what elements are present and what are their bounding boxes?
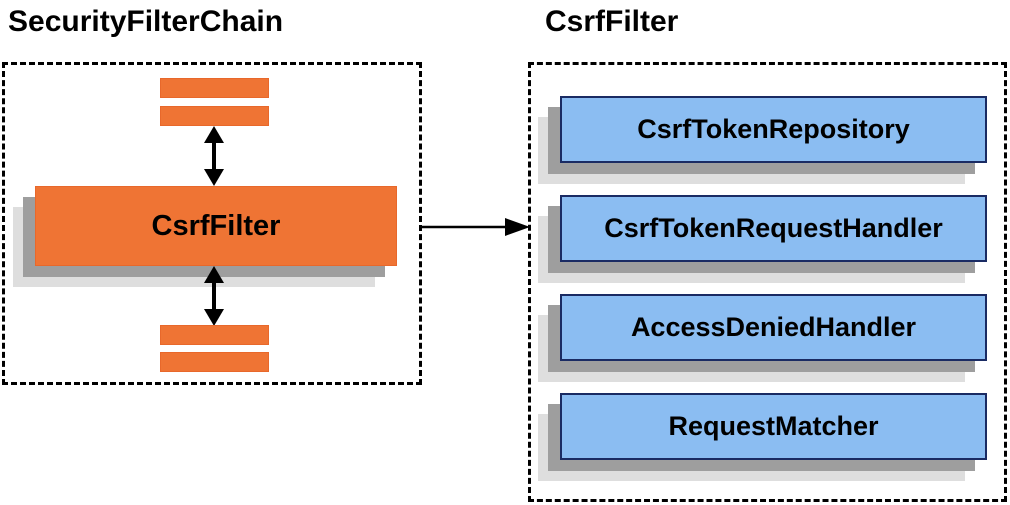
csrf-filter-panel: CsrfTokenRepository CsrfTokenRequestHand… [528,62,1007,502]
access-denied-handler-node: AccessDeniedHandler [538,294,987,382]
filter-placeholder-bar [160,325,269,345]
security-filter-chain-panel: CsrfFilter [2,62,422,385]
csrf-filter-node-label: CsrfFilter [35,186,397,266]
csrf-token-repository-node: CsrfTokenRepository [538,96,987,184]
filter-placeholder-bar [160,352,269,372]
csrf-filter-title: CsrfFilter [545,5,679,38]
security-filter-chain-title: SecurityFilterChain [8,5,284,38]
csrf-token-repository-label: CsrfTokenRepository [560,96,987,163]
filter-placeholder-bar [160,106,269,126]
double-arrow-icon [204,126,224,186]
csrf-token-request-handler-node: CsrfTokenRequestHandler [538,195,987,283]
double-arrow-icon [204,266,224,326]
connector-arrow-icon [422,218,530,236]
access-denied-handler-label: AccessDeniedHandler [560,294,987,361]
request-matcher-label: RequestMatcher [560,393,987,460]
request-matcher-node: RequestMatcher [538,393,987,481]
csrf-filter-node: CsrfFilter [13,186,397,287]
csrf-token-request-handler-label: CsrfTokenRequestHandler [560,195,987,262]
filter-placeholder-bar [160,78,269,98]
